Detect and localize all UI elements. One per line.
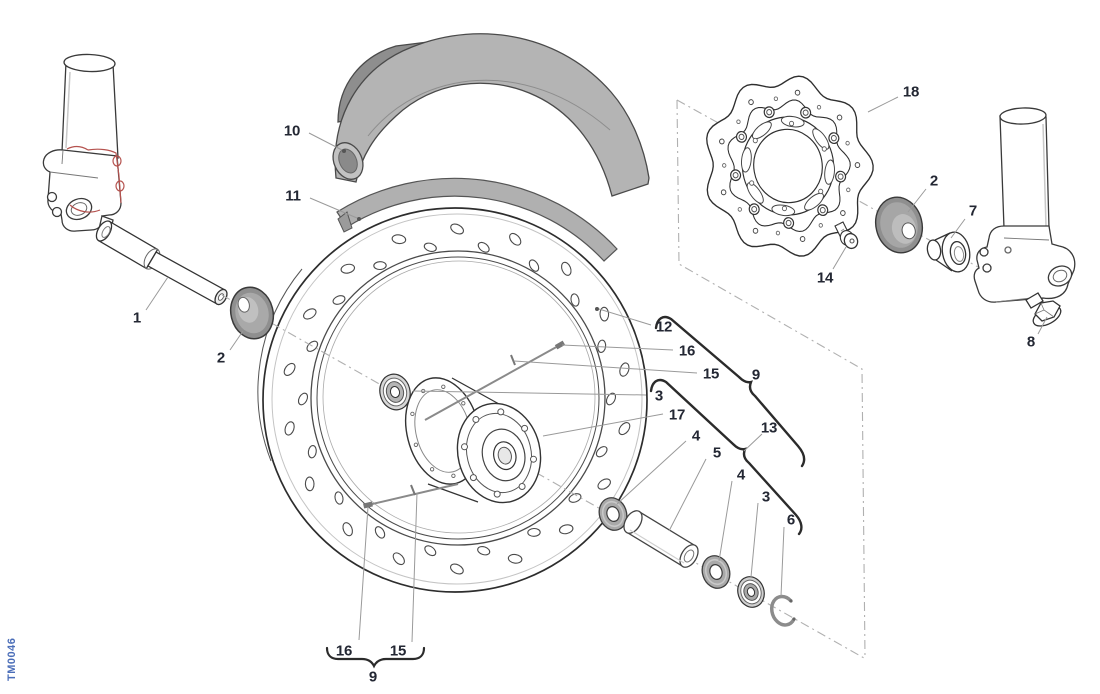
tyre-seam xyxy=(367,79,611,137)
fork-red-highlight xyxy=(66,145,125,213)
part-label-2-left: 2 xyxy=(216,349,226,367)
dust-cover-left xyxy=(229,286,275,340)
rim-band xyxy=(336,177,618,262)
brace-bottom-9 xyxy=(325,646,426,669)
washer-a xyxy=(598,497,628,531)
part-label-15-right: 15 xyxy=(702,365,720,383)
spacer-bushing xyxy=(926,231,971,273)
part-label-16-right: 16 xyxy=(678,342,696,360)
tyre-body xyxy=(334,33,650,197)
circlip xyxy=(770,594,796,627)
spacer xyxy=(623,510,699,568)
part-label-6: 6 xyxy=(786,511,796,529)
spoke-lower xyxy=(363,483,459,509)
front-fork-left xyxy=(42,53,125,232)
disc-bolt xyxy=(834,221,859,250)
axle-bolt xyxy=(1025,292,1062,327)
part-label-3-hub: 3 xyxy=(654,387,664,405)
assembly-boundary xyxy=(676,99,866,658)
front-fork-right xyxy=(973,107,1076,303)
bearing-b xyxy=(737,576,765,608)
hub-bolt-holes xyxy=(461,408,537,498)
part-label-9-bottom: 9 xyxy=(368,668,378,686)
part-label-10: 10 xyxy=(283,122,301,140)
fork-casting-left xyxy=(42,149,122,232)
part-label-7: 7 xyxy=(968,202,978,220)
tyre xyxy=(332,33,650,197)
rim-band-end-tab xyxy=(337,211,353,233)
wheel-hub xyxy=(405,377,542,504)
part-label-2-right: 2 xyxy=(929,172,939,190)
part-label-13-brace: 13 xyxy=(760,419,778,437)
leader-dots xyxy=(342,149,599,311)
spoke-upper xyxy=(424,340,566,421)
part-label-1: 1 xyxy=(132,309,142,327)
figure-code: TM0046 xyxy=(6,637,18,681)
part-label-14: 14 xyxy=(816,269,834,287)
part-label-9-brace: 9 xyxy=(751,366,761,384)
brake-disc xyxy=(706,75,874,257)
brace-group-13 xyxy=(649,378,803,536)
fork-casting-right xyxy=(973,225,1076,303)
part-label-15-bottom: 15 xyxy=(389,642,407,660)
part-label-4-a: 4 xyxy=(691,427,701,445)
part-label-5: 5 xyxy=(712,444,722,462)
part-label-12: 12 xyxy=(655,318,673,336)
brace-group-9 xyxy=(654,315,806,468)
leader-lines xyxy=(145,96,1048,643)
hub-bearing xyxy=(379,373,411,411)
washer-b xyxy=(701,555,731,589)
part-label-17: 17 xyxy=(668,406,686,424)
fork-tube-right xyxy=(999,115,1050,229)
part-label-18: 18 xyxy=(902,83,920,101)
part-label-16-bottom: 16 xyxy=(335,642,353,660)
dust-cover-right xyxy=(874,196,924,254)
part-label-4-b: 4 xyxy=(736,466,746,484)
part-label-3-b: 3 xyxy=(761,488,771,506)
part-label-11: 11 xyxy=(285,187,301,205)
part-label-8: 8 xyxy=(1026,333,1036,351)
front-axle xyxy=(95,220,228,306)
